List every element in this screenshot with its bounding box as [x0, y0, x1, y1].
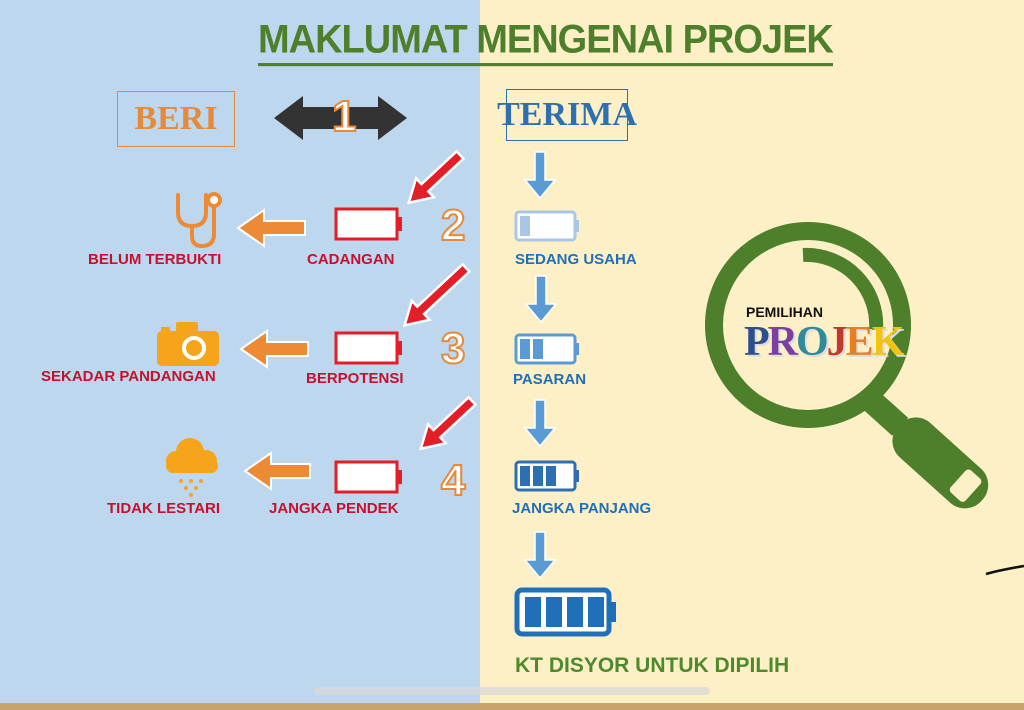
beri-label-1: CADANGAN	[307, 251, 395, 268]
number-3: 3	[440, 323, 467, 374]
battery-level-2-icon	[514, 333, 579, 365]
blue-down-arrow-icon	[523, 399, 557, 448]
terima-label-3: JANGKA PANJANG	[512, 500, 652, 517]
blue-down-arrow-icon	[523, 151, 557, 200]
red-arrow-icon	[402, 262, 472, 327]
red-arrow-icon	[419, 395, 478, 451]
battery-level-3-icon	[514, 460, 579, 492]
blue-down-arrow-icon	[523, 531, 557, 580]
final-label: KT DISYOR UNTUK DIPILIH	[515, 654, 790, 677]
number-1: 1	[331, 91, 358, 142]
outcome-label-3: TIDAK LESTARI	[107, 500, 221, 517]
beri-label-2: BERPOTENSI	[306, 370, 404, 387]
terima-label-1: SEDANG USAHA	[515, 251, 637, 268]
number-4: 4	[440, 455, 467, 506]
empty-battery-icon	[334, 207, 402, 241]
magnifier-letter: O	[796, 319, 829, 365]
page-title: MAKLUMAT MENGENAI PROJEK	[258, 17, 834, 67]
magnifier-icon	[705, 222, 989, 509]
empty-battery-icon	[334, 331, 402, 365]
number-2: 2	[440, 200, 467, 251]
magnifier-letter: P	[744, 319, 770, 365]
magnifier-letter: J	[826, 319, 848, 365]
double-arrow-icon	[274, 96, 407, 140]
outcome-label-1: BELUM TERBUKTI	[88, 251, 222, 268]
magnifier-caption: PEMILIHAN	[746, 304, 823, 320]
orange-arrow-icon	[239, 329, 309, 369]
stethoscope-icon	[176, 192, 222, 249]
terima-label-2: PASARAN	[513, 371, 587, 388]
beri-label-3: JANGKA PENDEK	[269, 500, 399, 517]
bottom-strip	[0, 703, 1024, 710]
terima-box: TERIMA	[497, 89, 637, 141]
battery-level-1-icon	[514, 210, 579, 242]
camera-icon	[157, 322, 219, 366]
stray-line	[985, 564, 1024, 576]
orange-arrow-icon	[243, 451, 311, 491]
horizontal-scrollbar[interactable]	[314, 687, 710, 695]
red-arrow-icon	[407, 149, 466, 205]
orange-arrow-icon	[236, 208, 306, 248]
magnifier-word: PROJEK	[744, 318, 905, 366]
blue-down-arrow-icon	[524, 275, 558, 324]
magnifier-letter: E	[845, 319, 874, 365]
battery-full-icon	[514, 587, 616, 637]
beri-box: BERI	[117, 91, 235, 147]
outcome-label-2: SEKADAR PANDANGAN	[41, 368, 216, 385]
empty-battery-icon	[334, 460, 402, 494]
magnifier-letter: R	[767, 319, 798, 365]
rain-cloud-icon	[166, 438, 218, 497]
magnifier-letter: K	[871, 319, 905, 365]
